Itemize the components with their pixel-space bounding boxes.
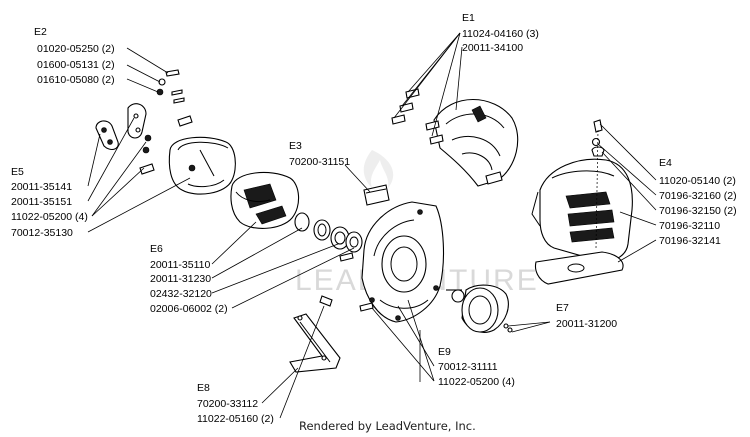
part-number: 01600-05131 (2) [37, 59, 115, 71]
e1-bolts [391, 88, 444, 145]
group-e5-labels: E5 20011-35141 20011-35151 11022-05200 (… [11, 166, 88, 239]
part-number: 20011-35141 [11, 181, 72, 193]
e2-hardware [156, 69, 185, 104]
part-number: 11024-04160 (3) [462, 28, 539, 40]
group-e9-id: E9 [438, 346, 451, 358]
part-number: 01610-05080 (2) [37, 74, 115, 86]
group-e7-id: E7 [556, 302, 569, 314]
group-e8-id: E8 [197, 382, 210, 394]
e6-rings [294, 212, 363, 253]
part-number: 02432-32120 [150, 288, 212, 300]
group-e1-id: E1 [462, 12, 475, 24]
e5-bracket-left [95, 120, 119, 151]
e9-screws [339, 252, 374, 312]
part-number: 01020-05250 (2) [37, 43, 115, 55]
e5-cover-shell [168, 136, 236, 195]
part-number: 20011-31200 [556, 318, 617, 330]
part-number: 11022-05200 (4) [438, 376, 515, 388]
leader-lines [87, 32, 657, 419]
group-e3-labels: E3 70200-31151 [289, 140, 350, 168]
e6-flywheel [230, 171, 300, 229]
e4-tank-cover [531, 158, 633, 262]
part-number: 02006-06002 (2) [150, 303, 228, 315]
group-e3-id: E3 [289, 140, 302, 152]
group-e5-id: E5 [11, 166, 24, 178]
group-e4-labels: E4 11020-05140 (2) 70196-32160 (2) 70196… [659, 157, 737, 247]
part-number: 70012-31111 [438, 361, 498, 373]
part-number: 70200-33112 [197, 398, 258, 410]
e7-clutch-drum [446, 284, 513, 333]
engine-housing [361, 201, 445, 323]
group-e2-id: E2 [34, 26, 47, 38]
e5-bracket-right [127, 103, 147, 139]
group-e6-labels: E6 20011-35110 20011-31230 02432-32120 0… [150, 243, 228, 315]
watermark-flame-icon [363, 150, 394, 188]
group-e6-id: E6 [150, 243, 163, 255]
part-number: 11020-05140 (2) [659, 175, 736, 187]
group-e2-labels: E2 01020-05250 (2) 01600-05131 (2) 01610… [34, 26, 115, 86]
e3-decal [363, 184, 390, 206]
e1-guard [433, 99, 519, 187]
footer-credit: Rendered by LeadVenture, Inc. [299, 419, 476, 433]
part-number: 70196-32150 (2) [659, 205, 737, 217]
part-number: 20011-31230 [150, 273, 211, 285]
part-number: 70196-32141 [659, 235, 721, 247]
group-e1-labels: E1 11024-04160 (3) 20011-34100 [462, 12, 539, 54]
part-number: 70200-31151 [289, 156, 350, 168]
e8-handle-bracket [289, 295, 341, 373]
e4-base-plate [534, 251, 624, 285]
part-number: 11022-05200 (4) [11, 211, 88, 223]
group-e4-id: E4 [659, 157, 672, 169]
part-number: 70196-32160 (2) [659, 190, 737, 202]
part-number: 20011-35110 [150, 259, 210, 271]
part-number: 11022-05160 (2) [197, 413, 274, 425]
part-number: 20011-35151 [11, 196, 72, 208]
group-e8-labels: E8 70200-33112 11022-05160 (2) [197, 382, 274, 425]
part-number: 20011-34100 [462, 42, 523, 54]
group-e9-labels: E9 70012-31111 11022-05200 (4) [438, 346, 515, 388]
e5-bolts [139, 115, 193, 175]
part-number: 70012-35130 [11, 227, 73, 239]
group-e7-labels: E7 20011-31200 [556, 302, 617, 330]
part-number: 70196-32110 [659, 220, 720, 232]
